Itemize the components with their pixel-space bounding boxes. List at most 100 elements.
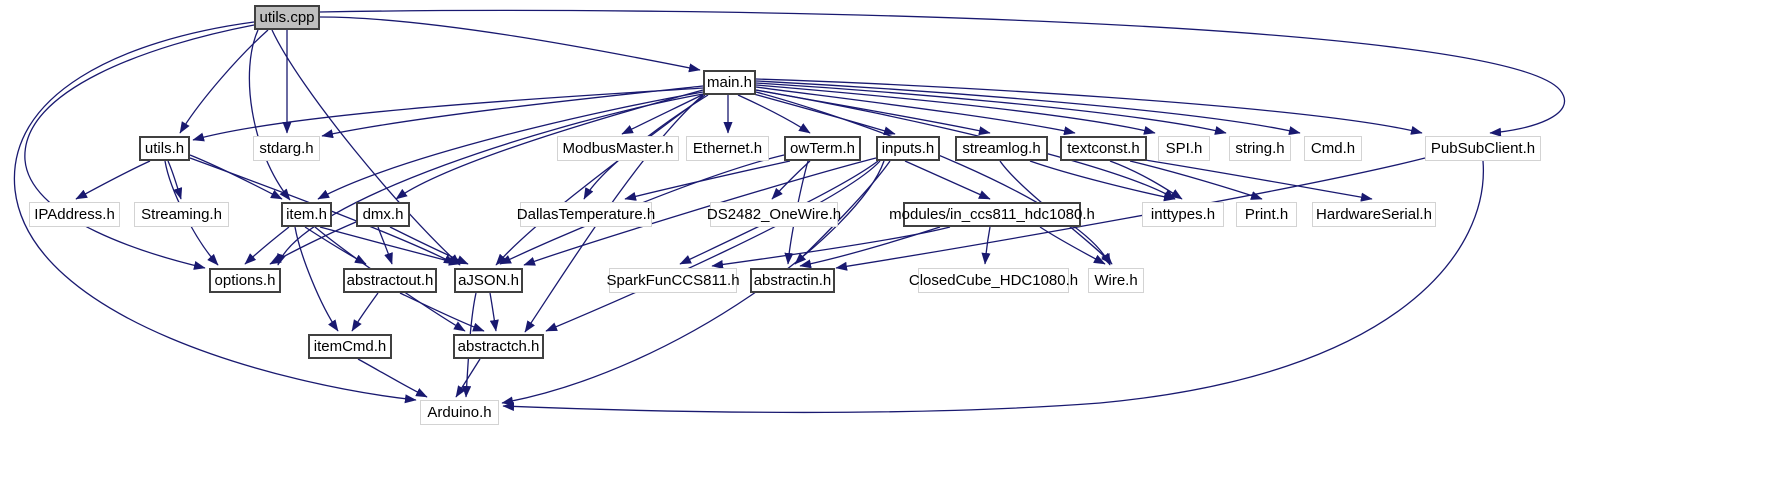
graph-node-abstractch_h[interactable]: abstractch.h [453, 334, 544, 359]
graph-edge [502, 160, 1485, 414]
graph-edge [1029, 160, 1176, 202]
graph-edge [981, 226, 991, 265]
graph-node-ModbusMaster_h[interactable]: ModbusMaster.h [557, 136, 679, 161]
graph-edge [835, 157, 1426, 271]
graph-node-options_h[interactable]: options.h [209, 268, 281, 293]
graph-node-Wire_h[interactable]: Wire.h [1088, 268, 1144, 293]
graph-node-label: PubSubClient.h [1430, 140, 1536, 157]
graph-node-label: aJSON.h [458, 272, 519, 289]
graph-node-label: utils.cpp [259, 9, 315, 26]
graph-node-label: textconst.h [1067, 140, 1140, 157]
graph-edge [189, 154, 283, 200]
graph-node-item_h[interactable]: item.h [281, 202, 332, 227]
graph-node-label: item.h [286, 206, 327, 223]
graph-node-label: SPI.h [1165, 140, 1203, 157]
graph-edge [277, 93, 704, 266]
graph-edge [711, 226, 951, 269]
graph-node-label: Print.h [1244, 206, 1289, 223]
graph-node-main_h[interactable]: main.h [703, 70, 756, 95]
graph-node-label: Cmd.h [1310, 140, 1356, 157]
graph-node-utils_cpp[interactable]: utils.cpp [254, 5, 320, 30]
graph-node-dmx_h[interactable]: dmx.h [356, 202, 410, 227]
graph-node-Ethernet_h[interactable]: Ethernet.h [686, 136, 769, 161]
graph-edge [319, 16, 701, 73]
graph-edge [755, 80, 1301, 135]
graph-edge [1144, 159, 1373, 202]
graph-node-Print_h[interactable]: Print.h [1236, 202, 1297, 227]
graph-node-SPI_h[interactable]: SPI.h [1158, 136, 1210, 161]
graph-edge [317, 91, 704, 200]
graph-node-label: DS2482_OneWire.h [706, 206, 842, 223]
graph-node-Streaming_h[interactable]: Streaming.h [134, 202, 229, 227]
graph-edge [395, 89, 704, 200]
graph-node-label: string.h [1235, 140, 1285, 157]
graph-node-PubSubClient_h[interactable]: PubSubClient.h [1425, 136, 1541, 161]
graph-node-modules_in_ccs811_hdc1080_h[interactable]: modules/in_ccs811_hdc1080.h [889, 202, 1095, 227]
graph-node-inputs_h[interactable]: inputs.h [876, 136, 940, 161]
graph-node-abstractin_h[interactable]: abstractin.h [750, 268, 835, 293]
graph-node-textconst_h[interactable]: textconst.h [1060, 136, 1147, 161]
graph-node-label: options.h [214, 272, 276, 289]
graph-edge [248, 29, 291, 201]
graph-node-label: DallasTemperature.h [516, 206, 656, 223]
graph-edge [399, 292, 485, 332]
graph-edge [749, 92, 896, 136]
graph-edge [455, 358, 481, 398]
graph-node-aJSON_h[interactable]: aJSON.h [454, 268, 523, 293]
graph-edge [737, 94, 811, 134]
graph-node-label: Ethernet.h [692, 140, 763, 157]
graph-edge [799, 226, 941, 269]
graph-edge [755, 91, 1111, 266]
graph-node-label: abstractout.h [346, 272, 434, 289]
graph-edge [377, 226, 393, 265]
graph-edge [1129, 160, 1263, 200]
graph-node-Cmd_h[interactable]: Cmd.h [1304, 136, 1362, 161]
graph-node-HardwareSerial_h[interactable]: HardwareSerial.h [1312, 202, 1436, 227]
graph-node-Arduino_h[interactable]: Arduino.h [420, 400, 499, 425]
graph-node-DallasTemperature_h[interactable]: DallasTemperature.h [516, 202, 656, 227]
graph-node-label: dmx.h [362, 206, 404, 223]
graph-node-stdarg_h[interactable]: stdarg.h [253, 136, 320, 161]
graph-node-SparkFunCCS811_h[interactable]: SparkFunCCS811.h [606, 268, 740, 293]
graph-node-label: utils.h [144, 140, 185, 157]
graph-node-label: inputs.h [881, 140, 935, 157]
graph-edge [523, 157, 877, 266]
graph-edge [13, 21, 417, 404]
graph-edge [755, 86, 1076, 136]
graph-edge [294, 226, 339, 332]
graph-edge [351, 292, 379, 332]
graph-node-utils_h[interactable]: utils.h [139, 136, 190, 161]
graph-node-inttypes_h[interactable]: inttypes.h [1142, 202, 1224, 227]
graph-node-label: HardwareSerial.h [1316, 206, 1432, 223]
graph-edge [167, 160, 183, 200]
graph-node-label: ModbusMaster.h [562, 140, 674, 157]
graph-edge [755, 84, 1156, 135]
graph-node-label: Arduino.h [427, 404, 492, 421]
graph-edge [624, 160, 791, 201]
graph-node-abstractout_h[interactable]: abstractout.h [343, 268, 437, 293]
graph-node-label: abstractin.h [753, 272, 832, 289]
graph-edge [1109, 160, 1183, 200]
graph-node-streamlog_h[interactable]: streamlog.h [955, 136, 1048, 161]
graph-edge [755, 78, 1423, 135]
graph-node-label: owTerm.h [789, 140, 856, 157]
graph-node-owTerm_h[interactable]: owTerm.h [784, 136, 861, 161]
graph-node-ClosedCube_HDC1080_h[interactable]: ClosedCube_HDC1080.h [909, 268, 1078, 293]
graph-node-label: inttypes.h [1150, 206, 1216, 223]
graph-node-label: main.h [706, 74, 753, 91]
graph-node-DS2482_OneWire_h[interactable]: DS2482_OneWire.h [706, 202, 842, 227]
graph-node-label: modules/in_ccs811_hdc1080.h [889, 206, 1095, 223]
graph-edge [621, 92, 707, 135]
graph-edge [319, 9, 1566, 137]
graph-edge [244, 226, 290, 265]
graph-edge [489, 292, 499, 332]
graph-node-IPAddress_h[interactable]: IPAddress.h [29, 202, 120, 227]
graph-edge [24, 24, 255, 270]
graph-edge [357, 358, 428, 398]
graph-edge [389, 226, 469, 265]
graph-node-string_h[interactable]: string.h [1229, 136, 1291, 161]
graph-node-label: abstractch.h [457, 338, 540, 355]
graph-node-itemCmd_h[interactable]: itemCmd.h [308, 334, 392, 359]
graph-edge [771, 160, 811, 200]
